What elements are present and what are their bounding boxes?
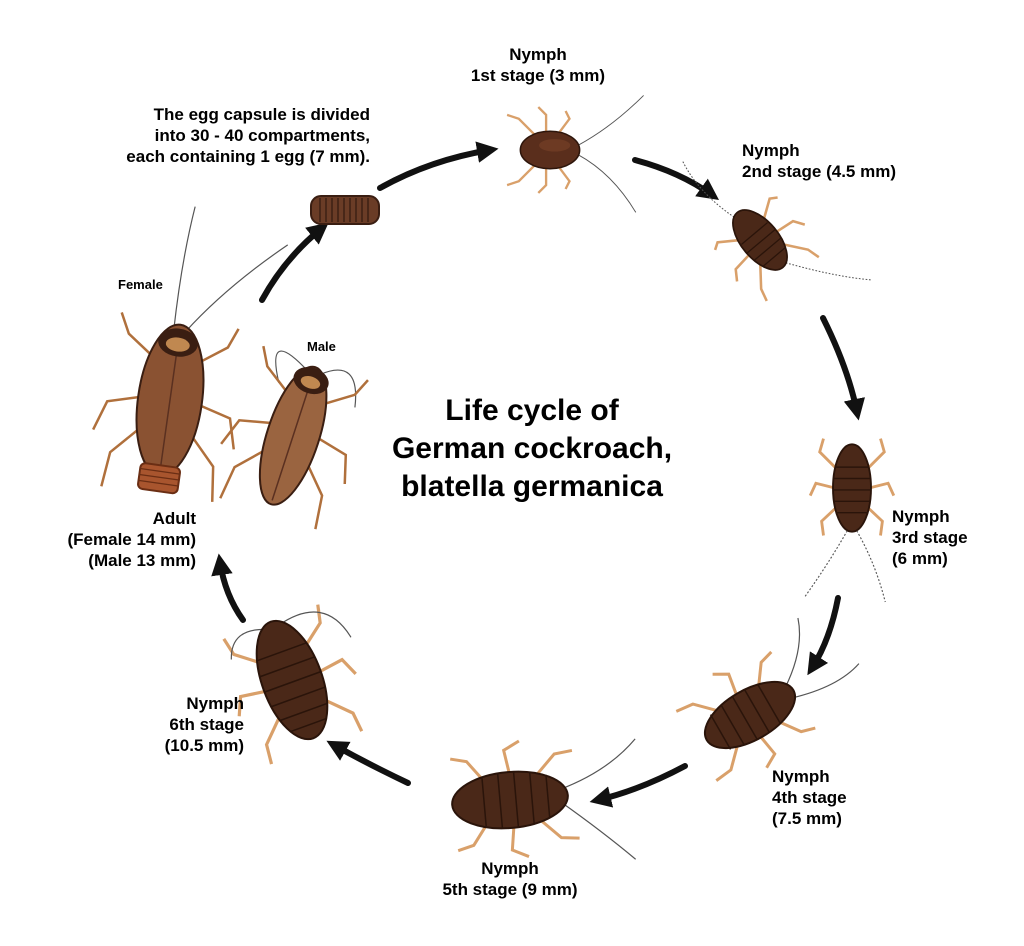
stage-5-name: Nymph <box>481 859 539 878</box>
title-line-2: German cockroach, <box>391 432 673 465</box>
nymph-stage-1-illustration <box>506 95 644 213</box>
stage-1-detail: 1st stage (3 mm) <box>470 66 606 85</box>
egg-capsule-label: The egg capsule is divided into 30 - 40 … <box>40 104 370 167</box>
arrow-nymph6-to-adult <box>211 553 246 623</box>
arrow-nymph5-to-nymph6 <box>326 740 411 786</box>
arrow-nymph1-to-nymph2 <box>632 157 720 201</box>
egg-capsule-illustration <box>310 195 380 225</box>
adult-label-line-3: (Male 13 mm) <box>88 551 196 570</box>
adult-male-illustration <box>219 345 369 530</box>
cycle-arrows <box>211 141 865 808</box>
female-label: Female <box>118 277 163 292</box>
adult-female-illustration <box>92 206 289 502</box>
egg-label-line-2: into 30 - 40 compartments, <box>154 126 370 145</box>
stage-1-name: Nymph <box>509 45 567 64</box>
stage-4-detail: 4th stage <box>772 788 847 807</box>
nymph-stage-5-label: Nymph 5th stage (9 mm) <box>410 858 610 900</box>
nymph-stage-2-illustration <box>682 160 872 302</box>
nymph-stage-6-illustration <box>222 604 364 765</box>
stage-3-detail: 3rd stage <box>892 528 968 547</box>
stage-6-name: Nymph <box>186 694 244 713</box>
nymph-stage-3-label: Nymph 3rd stage (6 mm) <box>892 506 1002 569</box>
stage-3-size: (6 mm) <box>892 549 948 568</box>
stage-6-size: (10.5 mm) <box>164 736 244 755</box>
arrow-adult-to-egg <box>259 222 329 303</box>
nymph-stage-4-illustration <box>675 617 860 782</box>
stage-4-name: Nymph <box>772 767 830 786</box>
nymph-stage-5-illustration <box>449 738 637 860</box>
arrow-nymph2-to-nymph3 <box>820 315 865 421</box>
arrow-egg-to-nymph1 <box>377 141 499 191</box>
stage-5-detail: 5th stage (9 mm) <box>442 880 578 899</box>
stage-6-detail: 6th stage <box>169 715 244 734</box>
adult-label-line-1: Adult <box>152 509 196 528</box>
stage-2-name: Nymph <box>742 141 800 160</box>
diagram-title: Life cycle of German cockroach, blatella… <box>362 392 702 506</box>
arrow-nymph4-to-nymph5 <box>589 763 688 808</box>
stage-3-name: Nymph <box>892 507 950 526</box>
nymph-stage-4-label: Nymph 4th stage (7.5 mm) <box>772 766 892 829</box>
title-line-1: Life cycle of <box>445 394 619 427</box>
adult-label: Adult (Female 14 mm) (Male 13 mm) <box>24 508 197 571</box>
title-line-3: blatella germanica <box>401 470 663 503</box>
egg-label-line-3: each containing 1 egg (7 mm). <box>126 147 370 166</box>
nymph-stage-1-label: Nymph 1st stage (3 mm) <box>448 44 628 86</box>
arrow-nymph3-to-nymph4 <box>807 595 841 676</box>
stage-2-detail: 2nd stage (4.5 mm) <box>742 162 896 181</box>
nymph-stage-6-label: Nymph 6th stage (10.5 mm) <box>134 693 244 756</box>
nymph-stage-3-illustration <box>804 438 896 603</box>
male-label: Male <box>307 339 336 354</box>
egg-label-line-1: The egg capsule is divided <box>153 105 370 124</box>
nymph-stage-2-label: Nymph 2nd stage (4.5 mm) <box>742 140 942 182</box>
adult-label-line-2: (Female 14 mm) <box>67 530 197 549</box>
stage-4-size: (7.5 mm) <box>772 809 842 828</box>
